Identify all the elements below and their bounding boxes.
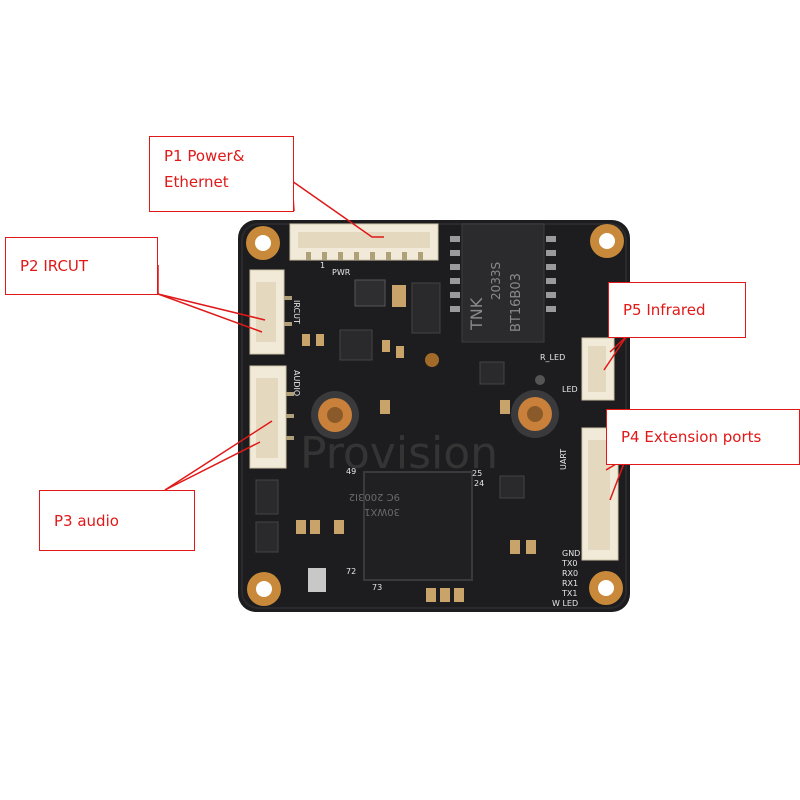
silk-uart: UART (559, 449, 568, 470)
silk-rx0: RX0 (562, 569, 578, 578)
watermark: Provision (300, 428, 498, 479)
transformer-model-1: 2033S (489, 262, 503, 300)
silk-ircut: IRCUT (292, 300, 301, 324)
silk-audio: AUDIO (292, 370, 301, 396)
callout-p2-ircut: P2 IRCUT (5, 237, 158, 295)
transformer-pins (450, 236, 556, 312)
callout-p1-power-ethernet: P1 Power& Ethernet (149, 136, 294, 212)
silk-tx0: TX0 (561, 559, 577, 568)
transformer-model-2: BT16B03 (509, 273, 524, 332)
lens-mount-pad-left (311, 391, 359, 439)
callout-p1-line1: P1 Power& (164, 147, 245, 165)
silk-pwr: PWR (332, 268, 351, 277)
lens-mount-pad-right (511, 390, 559, 438)
silk-pin24: 24 (474, 479, 484, 488)
callout-p5-infrared: P5 Infrared (608, 282, 746, 338)
silk-tx1: TX1 (561, 589, 577, 598)
smd-components-bottom (255, 400, 536, 602)
callout-p3-audio: P3 audio (39, 490, 195, 551)
callout-p3-label: P3 audio (54, 512, 119, 530)
ethernet-transformer: TNK 2033S BT16B03 (461, 223, 545, 343)
callout-p2-label: P2 IRCUT (20, 257, 89, 275)
callout-leaders (157, 180, 627, 501)
silk-pin25: 25 (472, 469, 482, 478)
mounting-hole-bottom-left (247, 572, 281, 606)
smd-components-top (302, 279, 545, 385)
chip-text-2: 9C 2003I2 (349, 491, 400, 502)
silk-pin49: 49 (346, 467, 356, 476)
callout-p4-label: P4 Extension ports (621, 428, 762, 446)
callout-p4-extension-ports: P4 Extension ports (606, 409, 800, 465)
silk-w-led: W LED (552, 599, 578, 608)
connector-p1-power-ethernet (289, 223, 439, 261)
connector-p2-ircut (249, 269, 292, 355)
callout-p1-line2: Ethernet (164, 173, 229, 191)
connector-p5-infrared (581, 337, 615, 401)
main-soc-chip: 30WX1 9C 2003I2 (349, 471, 473, 581)
silk-gnd: GND (562, 549, 580, 558)
silk-pin73: 73 (372, 583, 382, 592)
silk-r-led: R_LED (540, 353, 565, 362)
silk-pin1-p1: 1 (320, 261, 325, 270)
silk-rx1: RX1 (562, 579, 578, 588)
transformer-brand: TNK (467, 297, 486, 331)
mounting-hole-top-right (590, 224, 624, 258)
mounting-hole-top-left (246, 226, 280, 260)
silk-pin72: 72 (346, 567, 356, 576)
connector-p3-audio (249, 365, 294, 469)
silk-led: LED (562, 385, 578, 394)
callout-p5-label: P5 Infrared (623, 301, 706, 319)
mounting-hole-bottom-right (589, 571, 623, 605)
chip-text-1: 30WX1 (364, 506, 400, 517)
